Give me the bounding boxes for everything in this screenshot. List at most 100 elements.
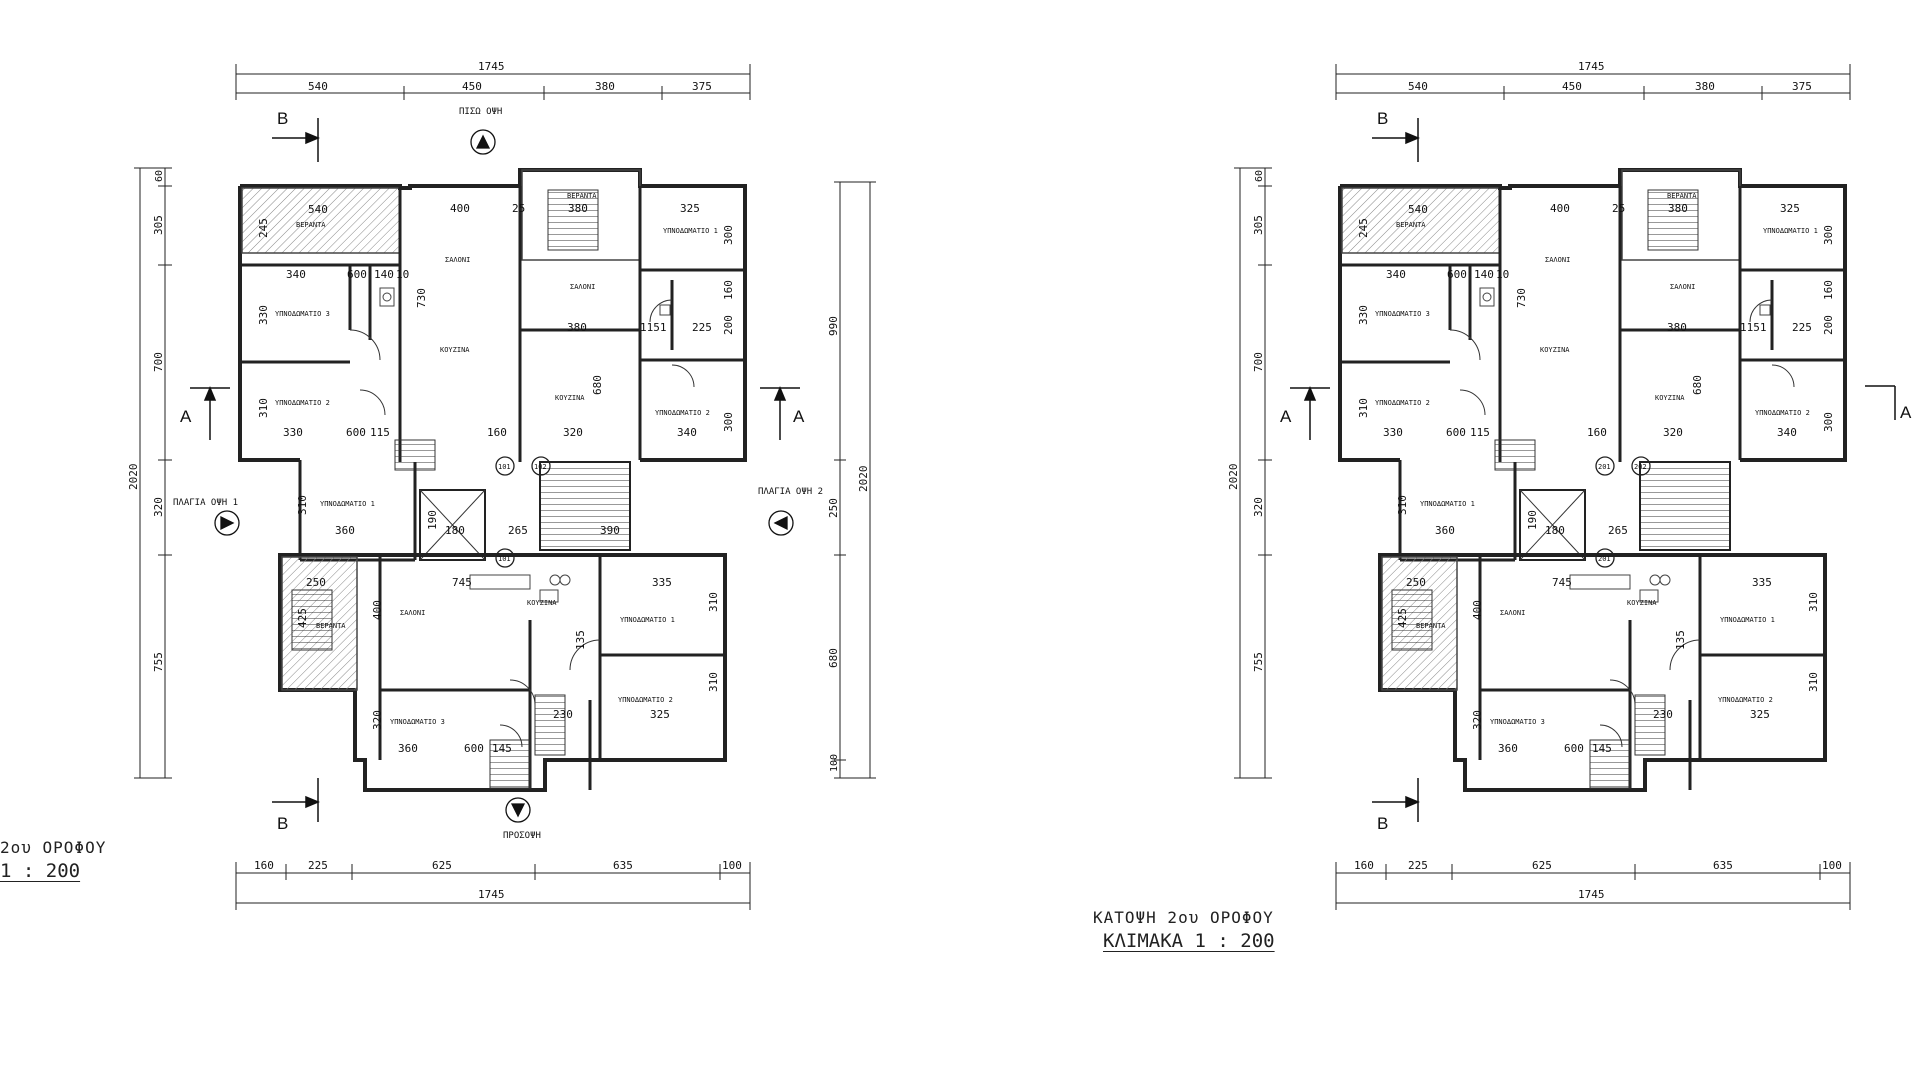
dim-bottom-seg-1: 160 bbox=[1354, 859, 1374, 872]
room-kitchen: ΚΟΥΖΙΝΑ bbox=[1655, 394, 1685, 402]
room-veranda: ΒΕΡΑΝΤΑ bbox=[1396, 221, 1426, 229]
section-a-right-icon bbox=[1865, 385, 1896, 420]
inner-dim: 115 bbox=[1470, 426, 1490, 439]
inner-dim: 680 bbox=[591, 375, 604, 395]
inner-dim: 10 bbox=[396, 268, 409, 281]
inner-dim: 310 bbox=[296, 495, 309, 515]
right-plan-scale: ΚΛΙΜΑΚΑ 1 : 200 bbox=[1103, 930, 1275, 952]
room-bedroom: ΥΠΝΟΔΩΜΑΤΙΟ 3 bbox=[1490, 718, 1545, 726]
room-bedroom: ΥΠΝΟΔΩΜΑΤΙΟ 2 bbox=[1755, 409, 1810, 417]
elevation-rear-icon bbox=[470, 129, 496, 155]
dim-left-seg-5: 755 bbox=[152, 652, 165, 672]
inner-dim: 330 bbox=[1383, 426, 1403, 439]
inner-dim: 380 bbox=[567, 321, 587, 334]
room-labels-left: ΒΕΡΑΝΤΑ ΒΕΡΑΝΤΑ ΒΕΡΑΝΤΑ ΥΠΝΟΔΩΜΑΤΙΟ 1 ΥΠ… bbox=[275, 192, 718, 726]
dim-top-seg-2: 450 bbox=[462, 80, 482, 93]
inner-dim: 360 bbox=[1435, 524, 1455, 537]
elevation-side2-icon bbox=[768, 510, 794, 536]
section-a-right-label: A bbox=[793, 407, 805, 426]
room-bedroom: ΥΠΝΟΔΩΜΑΤΙΟ 3 bbox=[275, 310, 330, 318]
elevation-rear-label: ΠΙΣΩ ΟΨΗ bbox=[459, 107, 502, 117]
inner-dim: 335 bbox=[652, 576, 672, 589]
room-bedroom: ΥΠΝΟΔΩΜΑΤΙΟ 1 bbox=[320, 500, 375, 508]
inner-dim: 600 bbox=[1447, 268, 1467, 281]
room-veranda: ΒΕΡΑΝΤΑ bbox=[1667, 192, 1697, 200]
section-a-left-label: A bbox=[180, 407, 192, 426]
dim-right-seg-4: 100 bbox=[829, 754, 840, 772]
dim-bottom-total: 1745 bbox=[1578, 888, 1605, 901]
inner-dim: 540 bbox=[1408, 203, 1428, 216]
inner-dim: 135 bbox=[574, 630, 587, 650]
inner-dim: 115 bbox=[370, 426, 390, 439]
inner-dim: 300 bbox=[722, 412, 735, 432]
inner-dim: 245 bbox=[257, 218, 270, 238]
room-salon: ΣΑΛΟΝΙ bbox=[1500, 609, 1525, 617]
inner-dim: 745 bbox=[1552, 576, 1572, 589]
dim-left-seg-2: 305 bbox=[1252, 215, 1265, 235]
section-b-bottom-icon bbox=[1372, 778, 1420, 822]
inner-dim: 300 bbox=[1822, 225, 1835, 245]
bottom-dimension-chain bbox=[235, 862, 751, 910]
inner-dim: 425 bbox=[296, 608, 309, 628]
inner-dim: 320 bbox=[563, 426, 583, 439]
inner-dim: 310 bbox=[1396, 495, 1409, 515]
dim-top-seg-4: 375 bbox=[692, 80, 712, 93]
room-bedroom: ΥΠΝΟΔΩΜΑΤΙΟ 2 bbox=[618, 696, 673, 704]
room-bedroom: ΥΠΝΟΔΩΜΑΤΙΟ 3 bbox=[390, 718, 445, 726]
elevation-side1-icon bbox=[214, 510, 240, 536]
section-a-left-icon bbox=[1290, 386, 1330, 440]
inner-dim: 400 bbox=[1471, 600, 1484, 620]
section-a-left-label: A bbox=[1280, 407, 1292, 426]
dim-left-seg-3: 700 bbox=[1252, 352, 1265, 372]
inner-dim: 310 bbox=[707, 592, 720, 612]
left-dimension-chain bbox=[1234, 167, 1272, 779]
dim-left-seg-5: 755 bbox=[1252, 652, 1265, 672]
inner-dim: 310 bbox=[257, 398, 270, 418]
section-b-top-icon bbox=[1372, 118, 1420, 162]
room-bedroom: ΥΠΝΟΔΩΜΑΤΙΟ 1 bbox=[1720, 616, 1775, 624]
inner-dim: 225 bbox=[692, 321, 712, 334]
dim-bottom-seg-5: 100 bbox=[722, 859, 742, 872]
inner-dim: 230 bbox=[553, 708, 573, 721]
inner-dim: 1151 bbox=[640, 321, 667, 334]
inner-dim: 330 bbox=[257, 305, 270, 325]
inner-dim: 300 bbox=[722, 225, 735, 245]
inner-dim: 340 bbox=[286, 268, 306, 281]
inner-dim: 310 bbox=[707, 672, 720, 692]
inner-dim: 140 bbox=[374, 268, 394, 281]
section-b-bottom-label: B bbox=[1377, 814, 1388, 833]
door-tag: 101 bbox=[498, 463, 511, 471]
inner-dim: 160 bbox=[722, 280, 735, 300]
door-tag: 202 bbox=[1634, 463, 1647, 471]
dim-top-total: 1745 bbox=[478, 60, 505, 73]
inner-dim: 320 bbox=[1663, 426, 1683, 439]
right-plan-title: ΚΑΤΟΨΗ 2ου ΟΡΟΦΟΥ bbox=[1093, 908, 1274, 927]
left-plan-scale: 1 : 200 bbox=[0, 860, 81, 882]
right-dimension-chain bbox=[834, 181, 876, 779]
room-bedroom: ΥΠΝΟΔΩΜΑΤΙΟ 2 bbox=[1718, 696, 1773, 704]
inner-dim: 160 bbox=[1822, 280, 1835, 300]
inner-dim: 300 bbox=[1822, 412, 1835, 432]
room-bedroom: ΥΠΝΟΔΩΜΑΤΙΟ 2 bbox=[655, 409, 710, 417]
room-bedroom: ΥΠΝΟΔΩΜΑΤΙΟ 1 bbox=[663, 227, 718, 235]
dim-left-seg-4: 320 bbox=[1252, 497, 1265, 517]
inner-dim: 730 bbox=[1515, 288, 1528, 308]
dim-left-seg-2: 305 bbox=[152, 215, 165, 235]
inner-dim: 600 bbox=[1564, 742, 1584, 755]
inner-dim: 425 bbox=[1396, 608, 1409, 628]
room-veranda: ΒΕΡΑΝΤΑ bbox=[296, 221, 326, 229]
inner-dim: 330 bbox=[283, 426, 303, 439]
dim-bottom-seg-4: 635 bbox=[1713, 859, 1733, 872]
room-veranda: ΒΕΡΑΝΤΑ bbox=[1416, 622, 1446, 630]
inner-dim: 325 bbox=[680, 202, 700, 215]
inner-dimensions-left: 540 245 340 600 140 10 400 25 380 325 30… bbox=[257, 202, 735, 755]
inner-dim: 180 bbox=[445, 524, 465, 537]
dim-left-seg-4: 320 bbox=[152, 497, 165, 517]
room-bedroom: ΥΠΝΟΔΩΜΑΤΙΟ 2 bbox=[275, 399, 330, 407]
door-tags-left: 101 102 101 bbox=[498, 463, 547, 563]
inner-dim: 600 bbox=[347, 268, 367, 281]
inner-dim: 160 bbox=[487, 426, 507, 439]
room-bedroom: ΥΠΝΟΔΩΜΑΤΙΟ 1 bbox=[620, 616, 675, 624]
inner-dim: 200 bbox=[1822, 315, 1835, 335]
